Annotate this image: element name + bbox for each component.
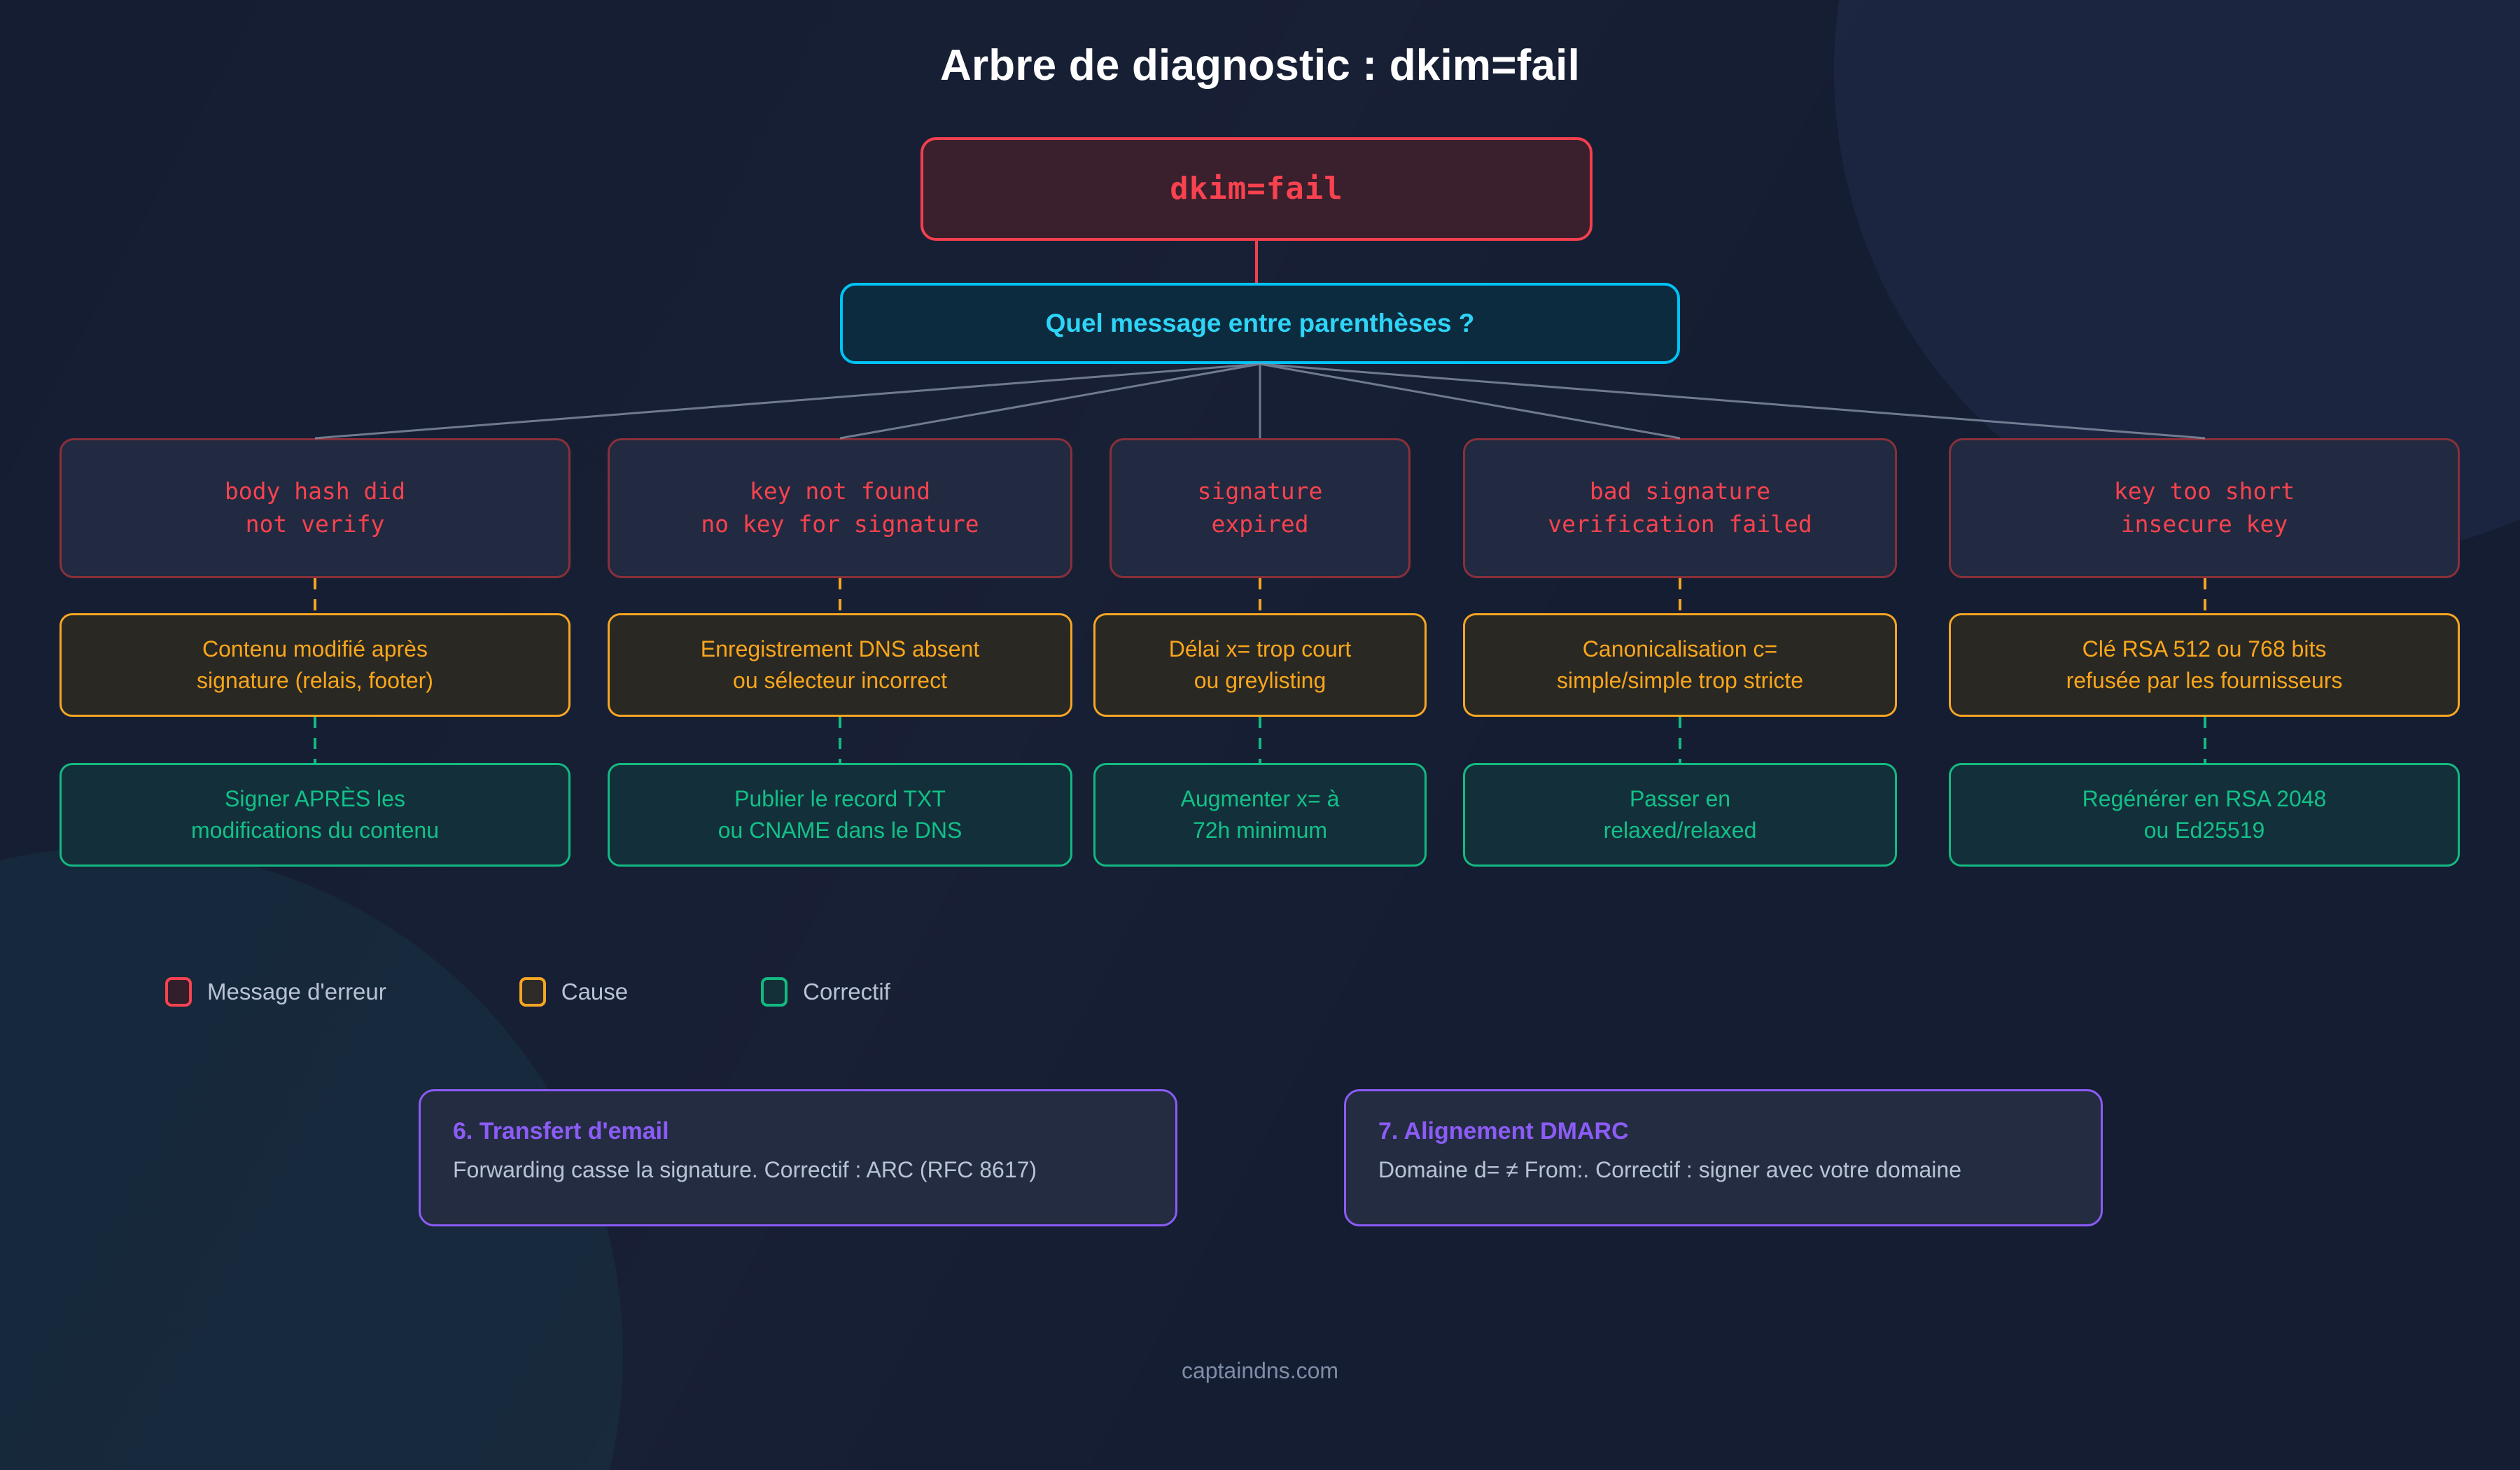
legend-item-fix: Correctif (761, 977, 890, 1007)
error-node-2[interactable]: key not found no key for signature (608, 438, 1072, 578)
fix-node-1[interactable]: Signer APRÈS les modifications du conten… (59, 763, 570, 867)
fix-node-3-line1: Augmenter x= à (1180, 785, 1340, 811)
question-node-label: Quel message entre parenthèses ? (1045, 308, 1475, 337)
error-node-3-line2: expired (1211, 510, 1309, 538)
cause-node-5-line2: refusée par les fournisseurs (2066, 668, 2343, 693)
fix-node-4-line1: Passer en (1629, 785, 1731, 811)
error-node-5-line1: key too short (2113, 477, 2295, 505)
error-node-3-line1: signature (1197, 477, 1323, 505)
error-node-1-line1: body hash did (224, 477, 406, 505)
fix-node-2-line2: ou CNAME dans le DNS (718, 818, 962, 843)
legend: Message d'erreur Cause Correctif (165, 977, 890, 1007)
legend-swatch-cause-icon (519, 977, 546, 1007)
note-card-1-body: Domaine d= ≠ From:. Correctif : signer a… (1378, 1157, 1961, 1182)
legend-label-cause: Cause (561, 979, 629, 1004)
cause-node-3-line1: Délai x= trop court (1168, 636, 1352, 662)
cause-node-4-line2: simple/simple trop stricte (1556, 668, 1804, 693)
legend-swatch-error-icon (165, 977, 192, 1007)
fix-node-5-line1: Regénérer en RSA 2048 (2082, 785, 2327, 811)
cause-node-5[interactable]: Clé RSA 512 ou 768 bits refusée par les … (1949, 613, 2460, 717)
fix-node-2-line1: Publier le record TXT (734, 785, 946, 811)
cause-node-5-line1: Clé RSA 512 ou 768 bits (2082, 636, 2327, 662)
error-node-5-line2: insecure key (2120, 510, 2288, 538)
error-node-4-line1: bad signature (1589, 477, 1771, 505)
page-title: Arbre de diagnostic : dkim=fail (939, 41, 1580, 90)
cause-node-1-line1: Contenu modifié après (202, 636, 428, 662)
error-node-3[interactable]: signature expired (1110, 438, 1410, 578)
error-node-1-line2: not verify (245, 510, 385, 538)
fix-node-3-line2: 72h minimum (1192, 818, 1328, 843)
fix-node-2[interactable]: Publier le record TXT ou CNAME dans le D… (608, 763, 1072, 867)
legend-label-error: Message d'erreur (207, 979, 386, 1004)
error-node-4-line2: verification failed (1548, 510, 1812, 538)
fix-node-5-line2: ou Ed25519 (2143, 818, 2265, 843)
fix-node-5[interactable]: Regénérer en RSA 2048 ou Ed25519 (1949, 763, 2460, 867)
footer-watermark: captaindns.com (1181, 1358, 1339, 1383)
fix-node-1-line1: Signer APRÈS les (225, 785, 405, 811)
error-node-2-line2: no key for signature (701, 510, 979, 538)
legend-label-fix: Correctif (803, 979, 890, 1004)
cause-node-3[interactable]: Délai x= trop court ou greylisting (1093, 613, 1427, 717)
cause-node-2-line2: ou sélecteur incorrect (733, 668, 947, 693)
cause-node-3-line2: ou greylisting (1194, 668, 1326, 693)
legend-swatch-fix-icon (761, 977, 788, 1007)
error-node-2-line1: key not found (749, 477, 931, 505)
note-card-0-body: Forwarding casse la signature. Correctif… (453, 1157, 1037, 1182)
error-node-4[interactable]: bad signature verification failed (1463, 438, 1897, 578)
fix-node-4[interactable]: Passer en relaxed/relaxed (1463, 763, 1897, 867)
error-node-5[interactable]: key too short insecure key (1949, 438, 2460, 578)
note-card-transfert-email[interactable]: 6. Transfert d'email Forwarding casse la… (419, 1089, 1177, 1226)
cause-node-2[interactable]: Enregistrement DNS absent ou sélecteur i… (608, 613, 1072, 717)
error-node-1[interactable]: body hash did not verify (59, 438, 570, 578)
fix-node-3[interactable]: Augmenter x= à 72h minimum (1093, 763, 1427, 867)
note-card-alignement-dmarc[interactable]: 7. Alignement DMARC Domaine d= ≠ From:. … (1344, 1089, 2103, 1226)
cause-node-4[interactable]: Canonicalisation c= simple/simple trop s… (1463, 613, 1897, 717)
root-node-label: dkim=fail (1170, 170, 1343, 206)
cause-node-2-line1: Enregistrement DNS absent (700, 636, 980, 662)
fix-node-4-line2: relaxed/relaxed (1603, 818, 1757, 843)
root-node-dkim-fail[interactable]: dkim=fail (920, 137, 1592, 241)
note-card-0-title: 6. Transfert d'email (453, 1118, 669, 1144)
question-node[interactable]: Quel message entre parenthèses ? (840, 283, 1680, 364)
fix-node-1-line2: modifications du contenu (191, 818, 439, 843)
legend-item-cause: Cause (519, 977, 628, 1007)
note-card-1-title: 7. Alignement DMARC (1378, 1118, 1629, 1144)
cause-node-4-line1: Canonicalisation c= (1582, 636, 1778, 662)
cause-node-1[interactable]: Contenu modifié après signature (relais,… (59, 613, 570, 717)
legend-item-error: Message d'erreur (165, 977, 386, 1007)
cause-node-1-line2: signature (relais, footer) (197, 668, 433, 693)
